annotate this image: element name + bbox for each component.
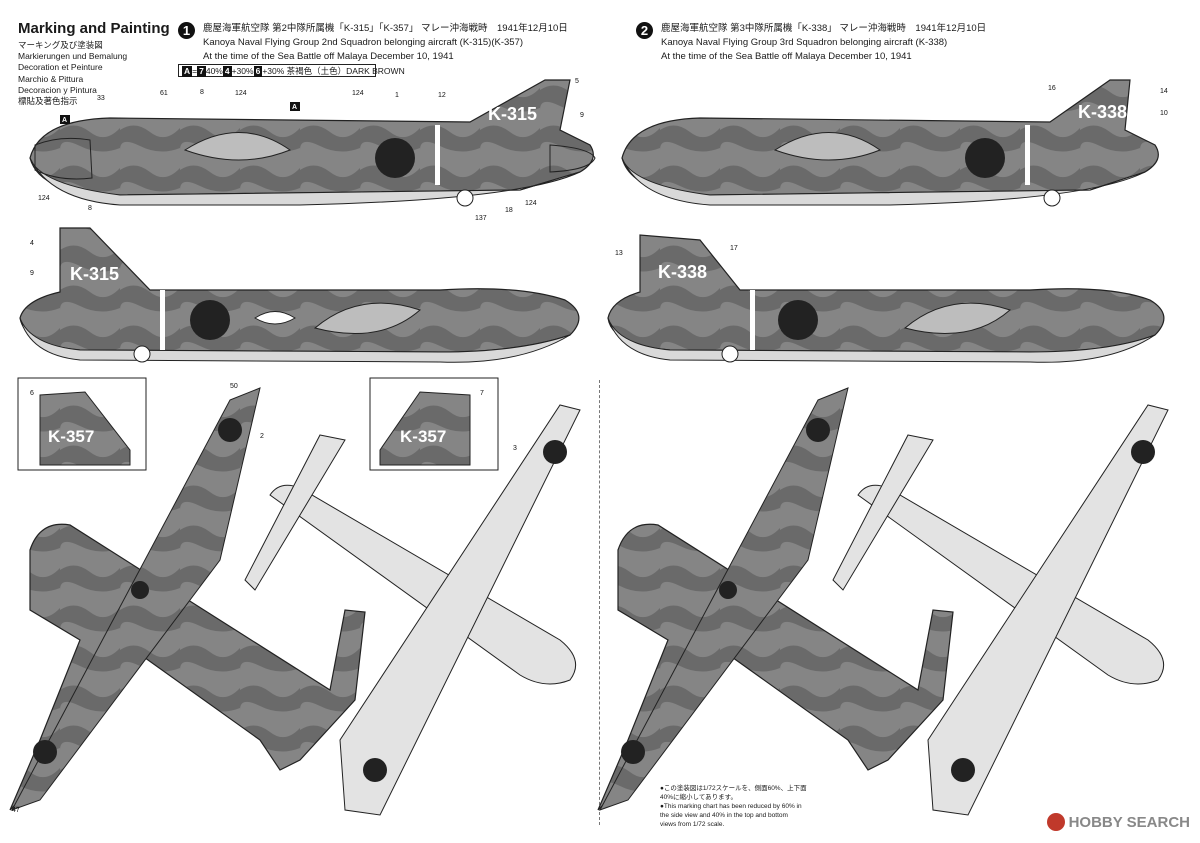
callout-17: 17 bbox=[730, 245, 738, 252]
callout-12: 12 bbox=[438, 92, 446, 99]
tail-code-inset-1b: K-357 bbox=[400, 427, 446, 446]
callout-5: 5 bbox=[575, 78, 579, 85]
page-title: Marking and Painting bbox=[18, 20, 170, 37]
callout-4: 4 bbox=[30, 240, 34, 247]
callout-9-2: 9 bbox=[30, 270, 34, 277]
callout-137: 137 bbox=[475, 215, 487, 222]
callout-10: 10 bbox=[1160, 110, 1168, 117]
tail-code-side-3: K-338 bbox=[1078, 102, 1127, 122]
callout-124: 124 bbox=[235, 90, 247, 97]
note-line-3: ●This marking chart has been reduced by … bbox=[660, 803, 802, 810]
callout-13: 13 bbox=[615, 250, 623, 257]
callout-18: 18 bbox=[505, 207, 513, 214]
callout-labels: A 33 61 8 124 A 124 1 12 5 9 124 8 137 1… bbox=[12, 78, 1168, 814]
hinomaru-side-3 bbox=[965, 138, 1005, 178]
color-code-6: 6 bbox=[253, 66, 263, 77]
tail-code-side-4: K-338 bbox=[658, 262, 707, 282]
callout-124-4: 124 bbox=[525, 200, 537, 207]
hinomaru-side-4 bbox=[778, 300, 818, 340]
scheme-1-top-view bbox=[9, 387, 366, 811]
watermark-text: HOBBY SEARCH bbox=[1068, 813, 1190, 831]
watermark: HOBBY SEARCH bbox=[1046, 813, 1190, 831]
tail-code-side-2: K-315 bbox=[70, 264, 119, 284]
callout-61: 61 bbox=[160, 90, 168, 97]
scale-note: ●この塗装図は1/72スケールを、側面60%、上下面 40%に縮小してあります。… bbox=[660, 784, 840, 829]
color-key-part2: +30% bbox=[231, 66, 254, 76]
note-line-5: views from 1/72 scale. bbox=[660, 821, 725, 828]
callout-2: 2 bbox=[260, 433, 264, 440]
callout-6: 6 bbox=[30, 390, 34, 397]
lang-jp: マーキング及び塗装図 bbox=[18, 40, 103, 50]
scheme-1-en: Kanoya Naval Flying Group 2nd Squadron b… bbox=[203, 37, 524, 48]
tail-code-inset-1a: K-357 bbox=[48, 427, 94, 446]
callout-7: 7 bbox=[480, 390, 484, 397]
hinomaru-side-1 bbox=[375, 138, 415, 178]
lang-es: Decoracion y Pintura bbox=[18, 84, 97, 95]
note-line-1: ●この塗装図は1/72スケールを、側面60%、上下面 bbox=[660, 785, 807, 792]
scheme-1-header: 1 鹿屋海軍航空隊 第2中隊所属機「K-315」「K-357」 マレー沖海戦時 … bbox=[178, 22, 568, 64]
lang-fr: Decoration et Peinture bbox=[18, 62, 103, 73]
color-code-a: A bbox=[182, 66, 193, 77]
callout-8: 8 bbox=[200, 89, 204, 96]
color-key-part1: 40% bbox=[205, 66, 223, 76]
header-block: Marking and Painting マーキング及び塗装図 Markieru… bbox=[18, 20, 170, 107]
scheme-1-jp: 鹿屋海軍航空隊 第2中隊所属機「K-315」「K-357」 マレー沖海戦時 19… bbox=[203, 23, 568, 34]
scheme-2-en2: At the time of the Sea Battle off Malaya… bbox=[661, 51, 912, 62]
callout-50: 50 bbox=[230, 383, 238, 390]
scheme-2-number: 2 bbox=[636, 22, 653, 39]
callout-9: 9 bbox=[580, 112, 584, 119]
scheme-2-jp: 鹿屋海軍航空隊 第3中隊所属機「K-338」 マレー沖海戦時 1941年12月1… bbox=[661, 23, 987, 34]
scheme-2-side-view-starboard: K-338 bbox=[607, 234, 1165, 363]
callout-47: 47 bbox=[12, 807, 20, 814]
callout-3: 3 bbox=[513, 445, 517, 452]
note-line-2: 40%に縮小してあります。 bbox=[660, 794, 737, 801]
hinomaru-side-2 bbox=[190, 300, 230, 340]
color-code-4: 4 bbox=[222, 66, 232, 77]
scheme-2-side-view-port: K-338 bbox=[621, 79, 1159, 207]
color-key-eq: = bbox=[192, 66, 198, 76]
callout-8-2: 8 bbox=[88, 205, 92, 212]
note-line-4: the side view and 40% in the top and bot… bbox=[660, 812, 788, 819]
tail-inset-1a: K-357 bbox=[17, 377, 147, 471]
color-code-7: 7 bbox=[197, 66, 206, 77]
lang-de: Markierungen und Bemalung bbox=[18, 51, 128, 62]
scheme-1-side-view-starboard: K-315 bbox=[19, 227, 580, 363]
tail-code-side-1: K-315 bbox=[488, 104, 537, 124]
scheme-2-top-view bbox=[597, 387, 954, 811]
color-key-part3: +30% 茶褐色（土色）DARK BROWN bbox=[262, 66, 405, 76]
scheme-1-en2: At the time of the Sea Battle off Malaya… bbox=[203, 51, 454, 62]
callout-a: A bbox=[62, 117, 67, 124]
language-list: マーキング及び塗装図 Markierungen und Bemalung Dec… bbox=[18, 40, 170, 107]
scheme-2-header: 2 鹿屋海軍航空隊 第3中隊所属機「K-338」 マレー沖海戦時 1941年12… bbox=[636, 22, 986, 64]
lang-cn: 標貼及著色指示 bbox=[18, 96, 78, 107]
tail-inset-1b: K-357 bbox=[369, 377, 499, 471]
callout-1: 1 bbox=[395, 92, 399, 99]
callout-16: 16 bbox=[1048, 85, 1056, 92]
hobby-search-logo-icon bbox=[1046, 813, 1065, 831]
scheme-1-bottom-view bbox=[244, 404, 581, 816]
callout-14: 14 bbox=[1160, 88, 1168, 95]
scheme-2-bottom-view bbox=[832, 404, 1169, 816]
scheme-1-side-view-port: K-315 bbox=[29, 79, 596, 207]
scheme-1-number: 1 bbox=[178, 22, 195, 39]
callout-33: 33 bbox=[97, 95, 105, 102]
callout-124-3: 124 bbox=[38, 195, 50, 202]
scheme-2-en: Kanoya Naval Flying Group 3rd Squadron b… bbox=[661, 37, 948, 48]
callout-124-2: 124 bbox=[352, 90, 364, 97]
lang-it: Marchio & Pittura bbox=[18, 73, 84, 84]
callout-a-2: A bbox=[292, 104, 297, 111]
column-divider bbox=[599, 380, 600, 825]
